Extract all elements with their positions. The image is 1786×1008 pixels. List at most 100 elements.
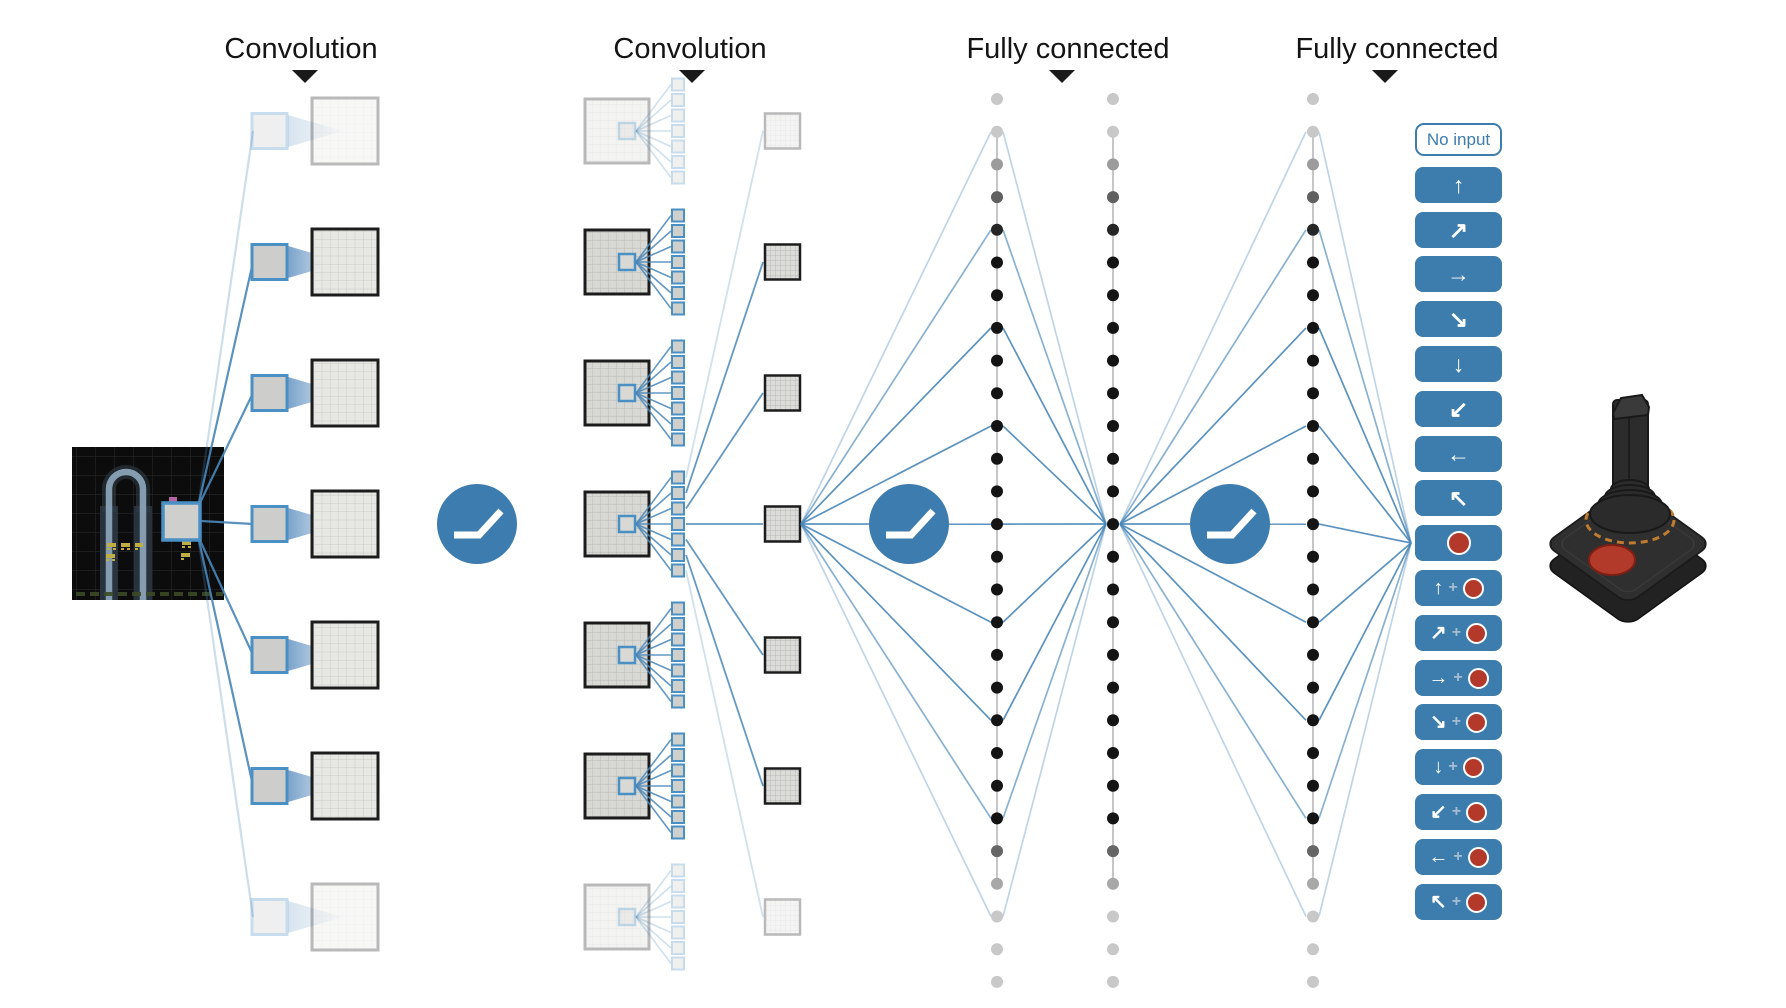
action-button-down-right[interactable]: ↘ — [1415, 301, 1502, 337]
fc-neuron-dot — [991, 485, 1003, 498]
input-patch-highlight — [161, 501, 202, 542]
conv2-feature-map — [583, 97, 651, 165]
action-button-down-left-fire[interactable]: ↙+ — [1415, 794, 1502, 830]
filter-fan-line — [635, 477, 672, 525]
conv2-filter-cell — [671, 648, 685, 662]
fc-neuron-dot — [1107, 452, 1119, 465]
conv2-output-fan-line — [685, 570, 764, 918]
fc-neuron-dot — [1107, 223, 1119, 236]
fc-neuron-dot — [991, 321, 1003, 334]
action-button-right-fire[interactable]: →+ — [1415, 660, 1502, 696]
plus-sign: + — [1448, 758, 1458, 775]
conv2-filter-patch — [617, 514, 637, 534]
fc-neuron-dot — [1107, 158, 1119, 171]
filter-fan-line — [635, 523, 672, 541]
action-button-fire[interactable] — [1415, 525, 1502, 561]
fc1-to-fc2-line — [1119, 523, 1307, 623]
conv2-filter-cell — [671, 124, 685, 138]
action-button-up-right[interactable]: ↗ — [1415, 212, 1502, 248]
fc-neuron-dot — [1107, 256, 1119, 269]
fc2-to-action-line — [1318, 229, 1412, 544]
conv-to-fc-line — [800, 523, 992, 623]
relu-curve-icon — [454, 508, 504, 539]
action-button-down-right-fire[interactable]: ↘+ — [1415, 704, 1502, 740]
fc-neuron-dot — [991, 812, 1003, 825]
plus-sign: + — [1451, 713, 1462, 730]
direction-arrow-icon: ↓ — [1452, 350, 1465, 377]
filter-fan-line — [635, 785, 672, 818]
fc-neuron-dot — [1107, 321, 1119, 334]
fc2-to-action-line — [1318, 327, 1412, 544]
action-button-down-fire[interactable]: ↓+ — [1415, 749, 1502, 785]
fc-neuron-dot — [991, 681, 1003, 694]
fire-button-icon — [1466, 622, 1488, 644]
conv2-filter-cell — [671, 941, 685, 955]
action-button-right[interactable]: → — [1415, 256, 1502, 292]
fc-neuron-dot — [1307, 452, 1319, 465]
fc-neuron-dot — [991, 354, 1003, 367]
action-button-left-fire[interactable]: ←+ — [1415, 839, 1502, 875]
plus-sign: + — [1451, 624, 1462, 641]
conv1-input-patch — [250, 112, 289, 150]
filter-fan-line — [635, 99, 672, 132]
fc-neuron-dot — [1307, 910, 1319, 923]
patch-to-filter-line — [196, 261, 255, 508]
direction-arrow-icon: ← — [1428, 846, 1449, 868]
conv2-filter-patch — [617, 383, 637, 403]
fc1-weight-line — [1002, 523, 1107, 819]
down-arrow-marker — [679, 70, 705, 83]
action-button-up-fire[interactable]: ↑+ — [1415, 570, 1502, 606]
conv2-filter-cell — [671, 810, 685, 824]
action-button-up-left-fire[interactable]: ↖+ — [1415, 884, 1502, 920]
filter-fan-line — [635, 392, 672, 440]
conv1-feature-map — [310, 620, 380, 690]
fire-button-icon — [1462, 756, 1484, 778]
fc-neuron-dot — [1307, 420, 1319, 432]
action-button-left[interactable]: ← — [1415, 436, 1502, 472]
fc-neuron-dot — [1307, 943, 1319, 956]
conv2-filter-patch — [617, 252, 637, 272]
fc-neuron-dot — [1307, 877, 1319, 890]
fc-neuron-dot — [991, 714, 1003, 727]
relu-curve-icon — [1207, 508, 1257, 539]
fc-neuron-dot — [1107, 420, 1119, 432]
action-button-up-right-fire[interactable]: ↗+ — [1415, 615, 1502, 651]
patch-to-filter-line — [197, 392, 254, 508]
conv2-filter-cell — [671, 239, 685, 254]
direction-arrow-icon: ↗ — [1429, 622, 1447, 644]
fc-neuron-dot — [1307, 714, 1319, 727]
conv2-filter-cell — [671, 732, 685, 747]
action-button-no-input[interactable]: No input — [1415, 123, 1502, 156]
fc-neuron-dot — [1107, 648, 1119, 661]
direction-arrow-icon: ↑ — [1433, 577, 1444, 599]
fc-neuron-dot — [1107, 714, 1119, 727]
fc-neuron-dot — [1307, 387, 1319, 400]
conv-to-fc-line — [800, 131, 992, 525]
conv-to-fc-line — [800, 425, 992, 525]
action-button-up-left[interactable]: ↖ — [1415, 480, 1502, 516]
conv2-filter-cell — [671, 401, 685, 416]
conv1-input-patch — [250, 505, 289, 543]
action-button-down-left[interactable]: ↙ — [1415, 391, 1502, 427]
conv1-input-patch — [250, 374, 289, 412]
action-button-down[interactable]: ↓ — [1415, 346, 1502, 382]
fc-neuron-dot — [991, 845, 1003, 858]
direction-arrow-icon: ↓ — [1433, 756, 1444, 778]
fire-button-icon — [1467, 846, 1489, 868]
fc-neuron-dot — [1107, 910, 1119, 923]
patch-to-filter-line — [196, 535, 255, 787]
conv2-filter-cell — [671, 825, 685, 840]
fc-neuron-dot — [991, 877, 1003, 890]
fc2-to-action-line — [1318, 542, 1412, 721]
fc-neuron-dot — [1107, 812, 1119, 825]
conv2-filter-cell — [671, 286, 685, 300]
conv-to-fc-line — [800, 523, 992, 819]
conv1-input-patch — [250, 767, 289, 805]
conv1-feature-map — [310, 882, 380, 952]
relu-curve-icon — [886, 508, 936, 539]
fc-neuron-dot — [1107, 616, 1119, 629]
action-button-up[interactable]: ↑ — [1415, 167, 1502, 203]
conv2-filter-cell — [671, 532, 685, 547]
fc2-to-action-line — [1318, 131, 1412, 544]
conv2-filter-cell — [671, 663, 685, 678]
